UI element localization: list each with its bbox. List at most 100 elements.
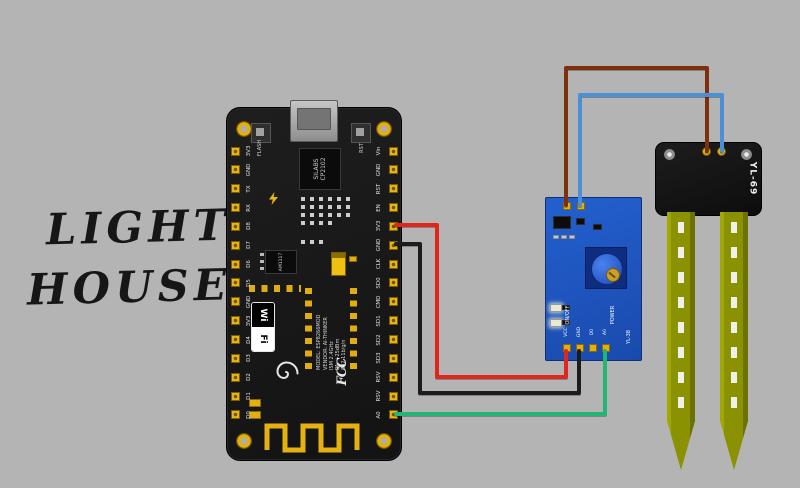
nodemcu-pin-label-left-7: D5 — [246, 279, 252, 287]
nodemcu-pin-left-3v3[interactable] — [230, 146, 240, 156]
probe-pin-2[interactable] — [717, 147, 726, 156]
cp2102-chip: SILABS CP2102 — [299, 148, 341, 190]
nodemcu-pin-label-right-6: CLK — [376, 258, 382, 270]
mount-hole — [236, 433, 252, 449]
flash-button-cap — [256, 128, 264, 136]
flash-button[interactable] — [251, 123, 271, 143]
nodemcu-pin-left-d1[interactable] — [230, 391, 240, 401]
nodemcu-pin-left-d7[interactable] — [230, 240, 240, 250]
regulator-pins — [260, 253, 264, 271]
nodemcu-pin-label-right-4: 3V3 — [376, 221, 382, 232]
nodemcu-pin-label-left-12: D2 — [246, 373, 252, 382]
comparator-ic — [553, 216, 571, 229]
wire-red[interactable] — [394, 223, 568, 379]
potentiometer-dial[interactable] — [591, 253, 623, 285]
wifi-logo-bottom: Fi — [252, 327, 274, 351]
nodemcu-pin-left-tx[interactable] — [230, 184, 240, 194]
nodemcu-pin-right-sd1[interactable] — [388, 316, 398, 326]
nodemcu-board[interactable]: FLASH RST SILABS CP2102 AM1117 Wi Fi MOD… — [226, 100, 402, 461]
nodemcu-pin-right-gnd[interactable] — [388, 240, 398, 250]
smd-resistor — [561, 235, 567, 239]
sensor-pin-label-a0: A0 — [603, 329, 608, 335]
sensor-pin-a0[interactable] — [602, 344, 610, 352]
nodemcu-pin-right-rsv[interactable] — [388, 391, 398, 401]
pcb-antenna — [264, 423, 360, 453]
smd-pad — [249, 411, 261, 419]
smd-pad — [249, 399, 261, 407]
nodemcu-pin-right-rsv[interactable] — [388, 372, 398, 382]
sensor-top-pin-1[interactable] — [563, 202, 571, 210]
nodemcu-pin-label-right-5: GND — [376, 238, 382, 252]
nodemcu-pin-label-left-0: 3V3 — [246, 145, 252, 157]
nodemcu-pin-right-sd3[interactable] — [388, 353, 398, 363]
nodemcu-pin-label-left-14: D0 — [246, 411, 252, 419]
status-led — [550, 319, 562, 327]
smd-pad — [349, 256, 357, 262]
silkscreen-pads — [301, 221, 337, 225]
nodemcu-pin-left-rx[interactable] — [230, 203, 240, 213]
sensor-pin-label-vcc: VCC — [564, 327, 569, 337]
nodemcu-pin-left-d2[interactable] — [230, 372, 240, 382]
nodemcu-pin-left-d6[interactable] — [230, 259, 240, 269]
sensor-pin-label-d0: D0 — [590, 328, 595, 336]
rst-button[interactable] — [351, 123, 371, 143]
smd-component — [576, 218, 585, 225]
nodemcu-pin-right-3v3[interactable] — [388, 221, 398, 231]
flash-button-label: FLASH — [257, 139, 263, 157]
nodemcu-pin-label-right-0: Vin — [376, 146, 382, 156]
voltage-regulator: AM1117 — [265, 250, 297, 274]
nodemcu-pin-right-clk[interactable] — [388, 259, 398, 269]
nodemcu-pin-left-d8[interactable] — [230, 221, 240, 231]
voltage-regulator-label: AM1117 — [278, 252, 284, 272]
nodemcu-pin-label-right-2: RST — [376, 183, 382, 195]
sensor-pin-gnd[interactable] — [576, 344, 584, 352]
sensor-pin-vcc[interactable] — [563, 344, 571, 352]
sensitivity-potentiometer[interactable] — [585, 247, 627, 289]
wifi-logo: Wi Fi — [251, 302, 275, 352]
nodemcu-pin-right-cmd[interactable] — [388, 297, 398, 307]
nodemcu-pin-label-right-7: SD0 — [376, 277, 382, 289]
nodemcu-pin-right-sd2[interactable] — [388, 335, 398, 345]
yl69-probe[interactable]: YL-69 — [655, 142, 762, 472]
mount-hole — [376, 121, 392, 137]
title-line-2: HOUSE — [26, 260, 233, 316]
sensor-pin-label-gnd: GND — [577, 326, 582, 338]
sensor-model-label: YL-38 — [626, 330, 632, 344]
nodemcu-pin-right-rst[interactable] — [388, 184, 398, 194]
sensor-pin-d0[interactable] — [589, 344, 597, 352]
antenna-spiral-icon — [276, 361, 299, 380]
nodemcu-pin-label-left-2: TX — [246, 185, 252, 193]
nodemcu-pin-right-a0[interactable] — [388, 410, 398, 420]
nodemcu-pin-left-d0[interactable] — [230, 410, 240, 420]
nodemcu-pin-right-gnd[interactable] — [388, 165, 398, 175]
probe-screw — [664, 149, 675, 160]
nodemcu-pin-left-gnd[interactable] — [230, 165, 240, 175]
power-label: POWER — [610, 305, 616, 325]
nodemcu-pin-right-vin[interactable] — [388, 146, 398, 156]
nodemcu-pin-right-sd0[interactable] — [388, 278, 398, 288]
nodemcu-pin-label-left-6: D6 — [246, 260, 252, 269]
usb-connector — [290, 100, 338, 142]
sensor-top-pin-2[interactable] — [577, 202, 585, 210]
nodemcu-pin-left-3v3[interactable] — [230, 316, 240, 326]
castellation-row — [249, 285, 301, 292]
nodemcu-pin-left-d3[interactable] — [230, 353, 240, 363]
probe-pin-1[interactable] — [702, 147, 711, 156]
nodemcu-pin-label-right-1: GND — [376, 163, 382, 177]
silkscreen-pads — [301, 205, 353, 209]
nodemcu-pin-label-right-14: A0 — [376, 411, 382, 419]
nodemcu-pin-label-left-1: GND — [246, 163, 252, 177]
nodemcu-pin-left-d4[interactable] — [230, 335, 240, 345]
screw-slot — [608, 271, 616, 279]
nodemcu-pin-label-left-10: D4 — [246, 335, 252, 344]
title-line-1: LIGHT — [45, 200, 232, 256]
nodemcu-pin-label-left-3: RX — [246, 203, 252, 212]
smd-resistor — [553, 235, 559, 239]
nodemcu-pin-right-en[interactable] — [388, 203, 398, 213]
potentiometer-screw[interactable] — [606, 268, 620, 282]
nodemcu-pin-left-gnd[interactable] — [230, 297, 240, 307]
nodemcu-pin-left-d5[interactable] — [230, 278, 240, 288]
